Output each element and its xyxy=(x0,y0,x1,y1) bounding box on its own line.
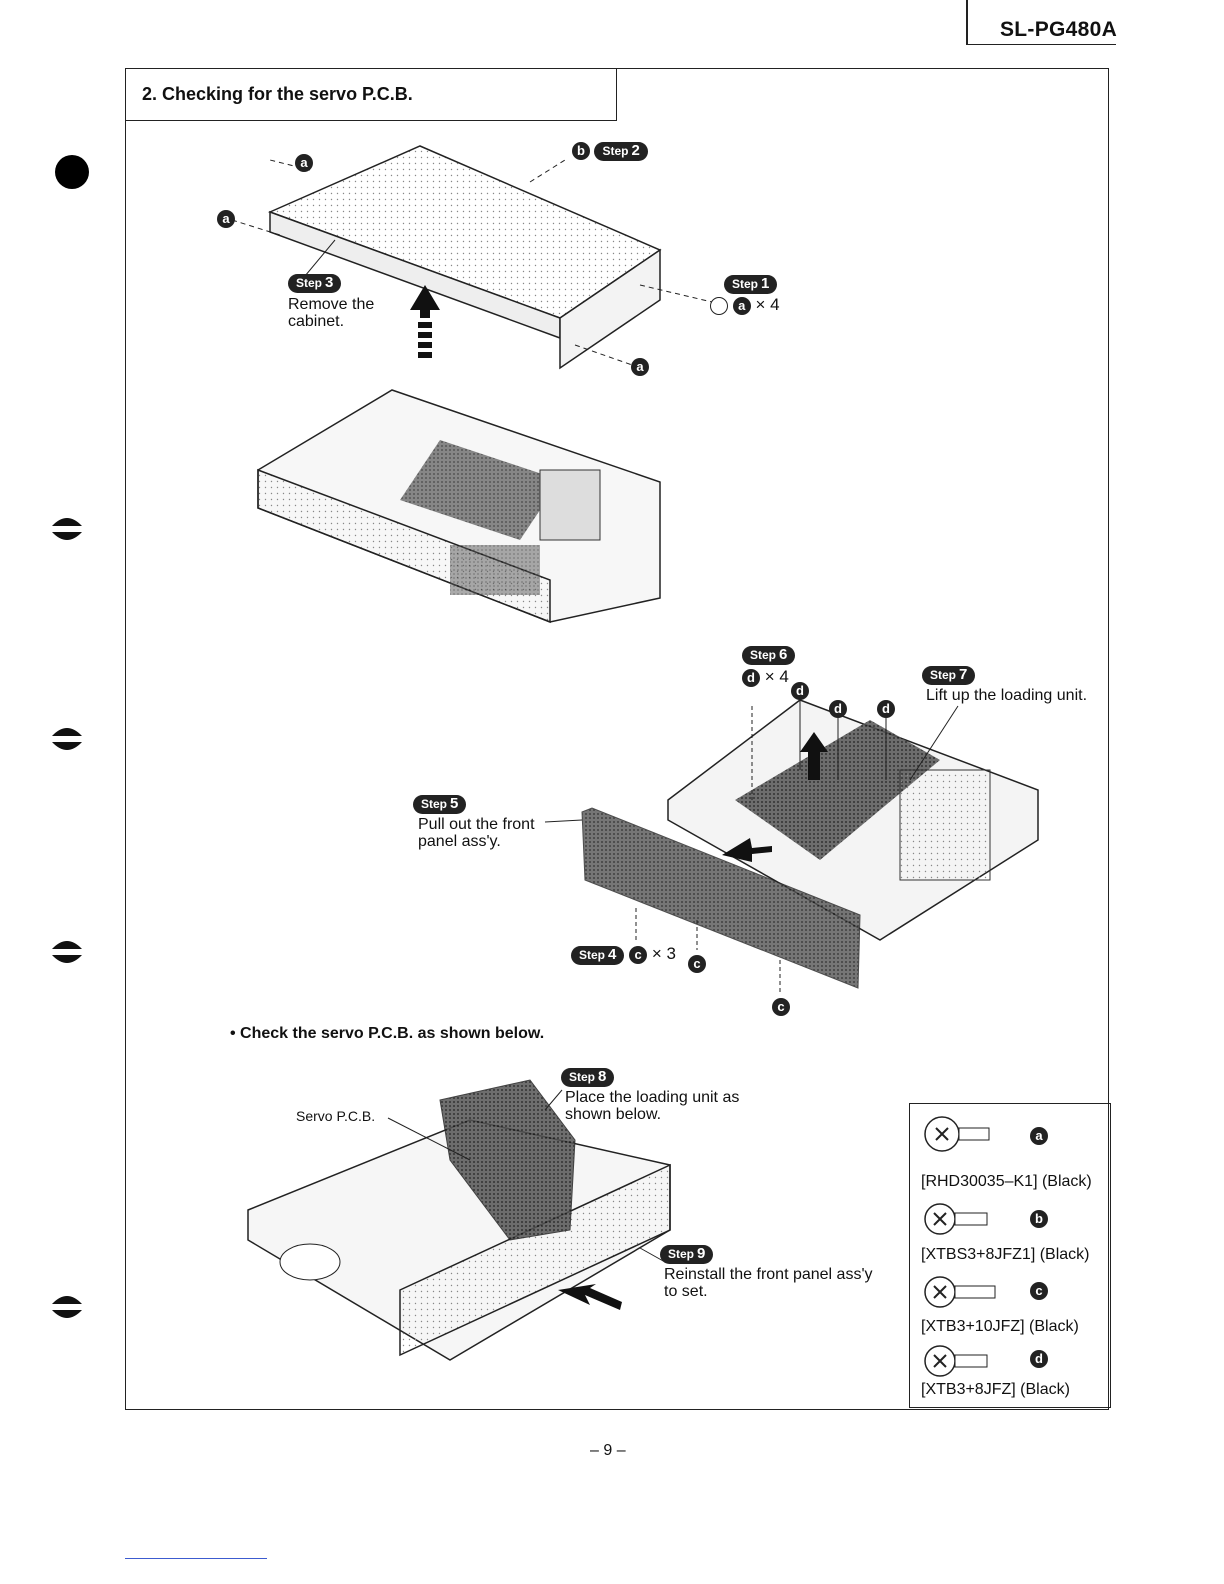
legend-marker-b: b xyxy=(1030,1210,1048,1228)
marker-b: b xyxy=(572,142,590,160)
section-title: 2. Checking for the servo P.C.B. xyxy=(142,84,413,104)
legend-marker-a: a xyxy=(1030,1127,1048,1145)
screw-a-icon xyxy=(924,1116,990,1152)
step3-line2: cabinet. xyxy=(288,313,345,330)
page-number: – 9 – xyxy=(590,1442,626,1459)
legend-code-d: [XTB3+8JFZ] (Black) xyxy=(921,1381,1070,1398)
punch-mark xyxy=(52,728,82,750)
screw-c-icon xyxy=(924,1276,996,1308)
marker-c: c xyxy=(688,955,706,973)
marker-a: a xyxy=(631,358,649,376)
legend-marker-c: c xyxy=(1030,1282,1048,1300)
check-note: • Check the servo P.C.B. as shown below. xyxy=(230,1025,545,1042)
step7-text: Lift up the loading unit. xyxy=(926,687,1088,704)
section-frame xyxy=(125,68,1109,1410)
marker-c: c xyxy=(629,946,648,964)
cabinet-cover xyxy=(231,145,713,370)
step5-line2: panel ass'y. xyxy=(418,833,501,850)
screw-head-icon xyxy=(710,296,728,315)
legend-code-c: [XTB3+10JFZ] (Black) xyxy=(921,1318,1079,1335)
screw-legend xyxy=(909,1103,1111,1408)
punch-mark xyxy=(52,1296,82,1318)
marker-a: a xyxy=(217,210,235,228)
binder-dot xyxy=(55,155,89,189)
marker-c: c xyxy=(772,998,790,1016)
punch-mark xyxy=(52,518,82,540)
step8-line2: shown below. xyxy=(565,1106,662,1123)
chassis-unit-servo xyxy=(247,1079,671,1361)
marker-d: d xyxy=(877,700,895,718)
header-underline xyxy=(966,44,1116,45)
legend-code-b: [XTBS3+8JFZ1] (Black) xyxy=(921,1246,1090,1263)
footer-rule xyxy=(125,1558,267,1559)
servo-pcb-label: Servo P.C.B. xyxy=(296,1108,376,1124)
legend-marker-d: d xyxy=(1030,1350,1048,1368)
step9-line1: Reinstall the front panel ass'y xyxy=(664,1266,873,1283)
model-number: SL-PG480A xyxy=(1000,18,1118,41)
legend-code-a: [RHD30035–K1] (Black) xyxy=(921,1173,1092,1190)
chassis-unit-top xyxy=(257,389,661,624)
step9-line2: to set. xyxy=(664,1283,708,1300)
header-rule xyxy=(966,0,968,44)
screw-d-icon xyxy=(924,1345,988,1377)
step8-line1: Place the loading unit as xyxy=(565,1089,740,1106)
lift-arrow xyxy=(410,285,440,358)
marker-d: d xyxy=(742,669,760,687)
punch-mark xyxy=(52,941,82,963)
title-box xyxy=(125,68,617,121)
step1-qty: a × 4 xyxy=(710,295,780,315)
chassis-unit-exploded xyxy=(544,698,1039,995)
screw-b-icon xyxy=(924,1203,988,1235)
step5-line1: Pull out the front xyxy=(418,816,535,833)
marker-d: d xyxy=(829,700,847,718)
marker-d: d xyxy=(791,682,809,700)
marker-a: a xyxy=(732,297,751,315)
marker-a: a xyxy=(295,154,313,172)
step3-line1: Remove the xyxy=(288,296,375,313)
